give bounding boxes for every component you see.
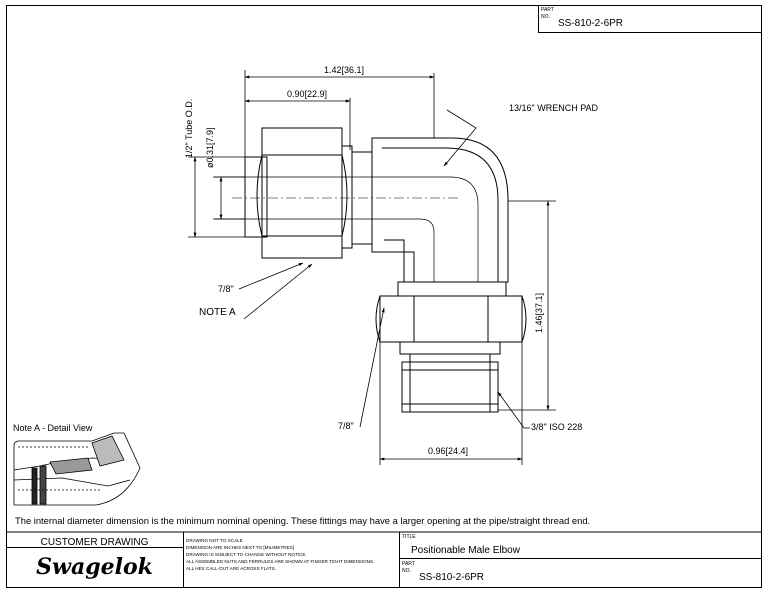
dim-overall-length: 1.42[36.1]: [324, 65, 365, 75]
dim-bore: ø0.31[7.9]: [205, 127, 215, 168]
note-line: ALL HEX CALL-OUT ARE ACROSS FLATS.: [186, 566, 277, 571]
swagelok-logo: Swagelok: [36, 554, 153, 580]
dim-bottom-width: 0.96[24.4]: [428, 446, 469, 456]
title-cell: TITLE Positionable Male Elbow: [399, 532, 762, 559]
part-cell: PART NO. SS-810-2-6PR: [399, 559, 762, 588]
dim-wrench-pad: 13/16" WRENCH PAD: [509, 103, 599, 113]
dim-tube-end-length: 0.90[22.9]: [287, 89, 328, 99]
top-part-no-caption: NO.: [541, 14, 550, 20]
customer-drawing-cell: CUSTOMER DRAWING: [6, 532, 184, 548]
dim-body-hex: 7/8": [338, 421, 354, 431]
dim-tube-od: 1/2" Tube O.D.: [184, 98, 194, 158]
title-caption: TITLE: [402, 534, 416, 540]
note-line: DRAWING NOT TO SCALE: [186, 538, 243, 543]
note-text: The internal diameter dimension is the m…: [15, 515, 591, 526]
top-part-caption: PART: [541, 7, 554, 13]
drawing-title: Positionable Male Elbow: [411, 545, 520, 556]
note-line: DRAWING IS SUBJECT TO CHANGE WITHOUT NOT…: [186, 552, 307, 557]
part-number: SS-810-2-6PR: [419, 572, 485, 583]
dim-thread: 3/8" ISO 228: [531, 422, 583, 432]
top-part-box: PART NO. SS-810-2-6PR: [538, 5, 762, 33]
customer-drawing-label: CUSTOMER DRAWING: [40, 537, 149, 548]
dim-height: 1.46[37.1]: [534, 292, 544, 333]
part-no-caption: NO.: [402, 568, 411, 574]
dim-nut-hex: 7/8": [218, 284, 234, 294]
top-part-number: SS-810-2-6PR: [558, 18, 624, 29]
detail-view: [13, 432, 141, 506]
title-block: CUSTOMER DRAWING Swagelok DRAWING NOT TO…: [6, 532, 762, 588]
drawing-notes: DRAWING NOT TO SCALE DIMENSION ARE INCHE…: [186, 537, 398, 587]
drawing-sheet: [6, 5, 762, 588]
note-line: DIMENSION ARE INCHES NEXT TO [MILIMETRES…: [186, 545, 294, 550]
detail-view-title: Note A - Detail View: [13, 423, 93, 433]
note-line: ALL ASSEMBLED NUTS AND FERRULES ARE SHOW…: [186, 559, 375, 564]
part-caption: PART: [402, 561, 415, 567]
dim-note-a: NOTE A: [199, 307, 236, 318]
logo-cell: Swagelok: [6, 548, 184, 588]
